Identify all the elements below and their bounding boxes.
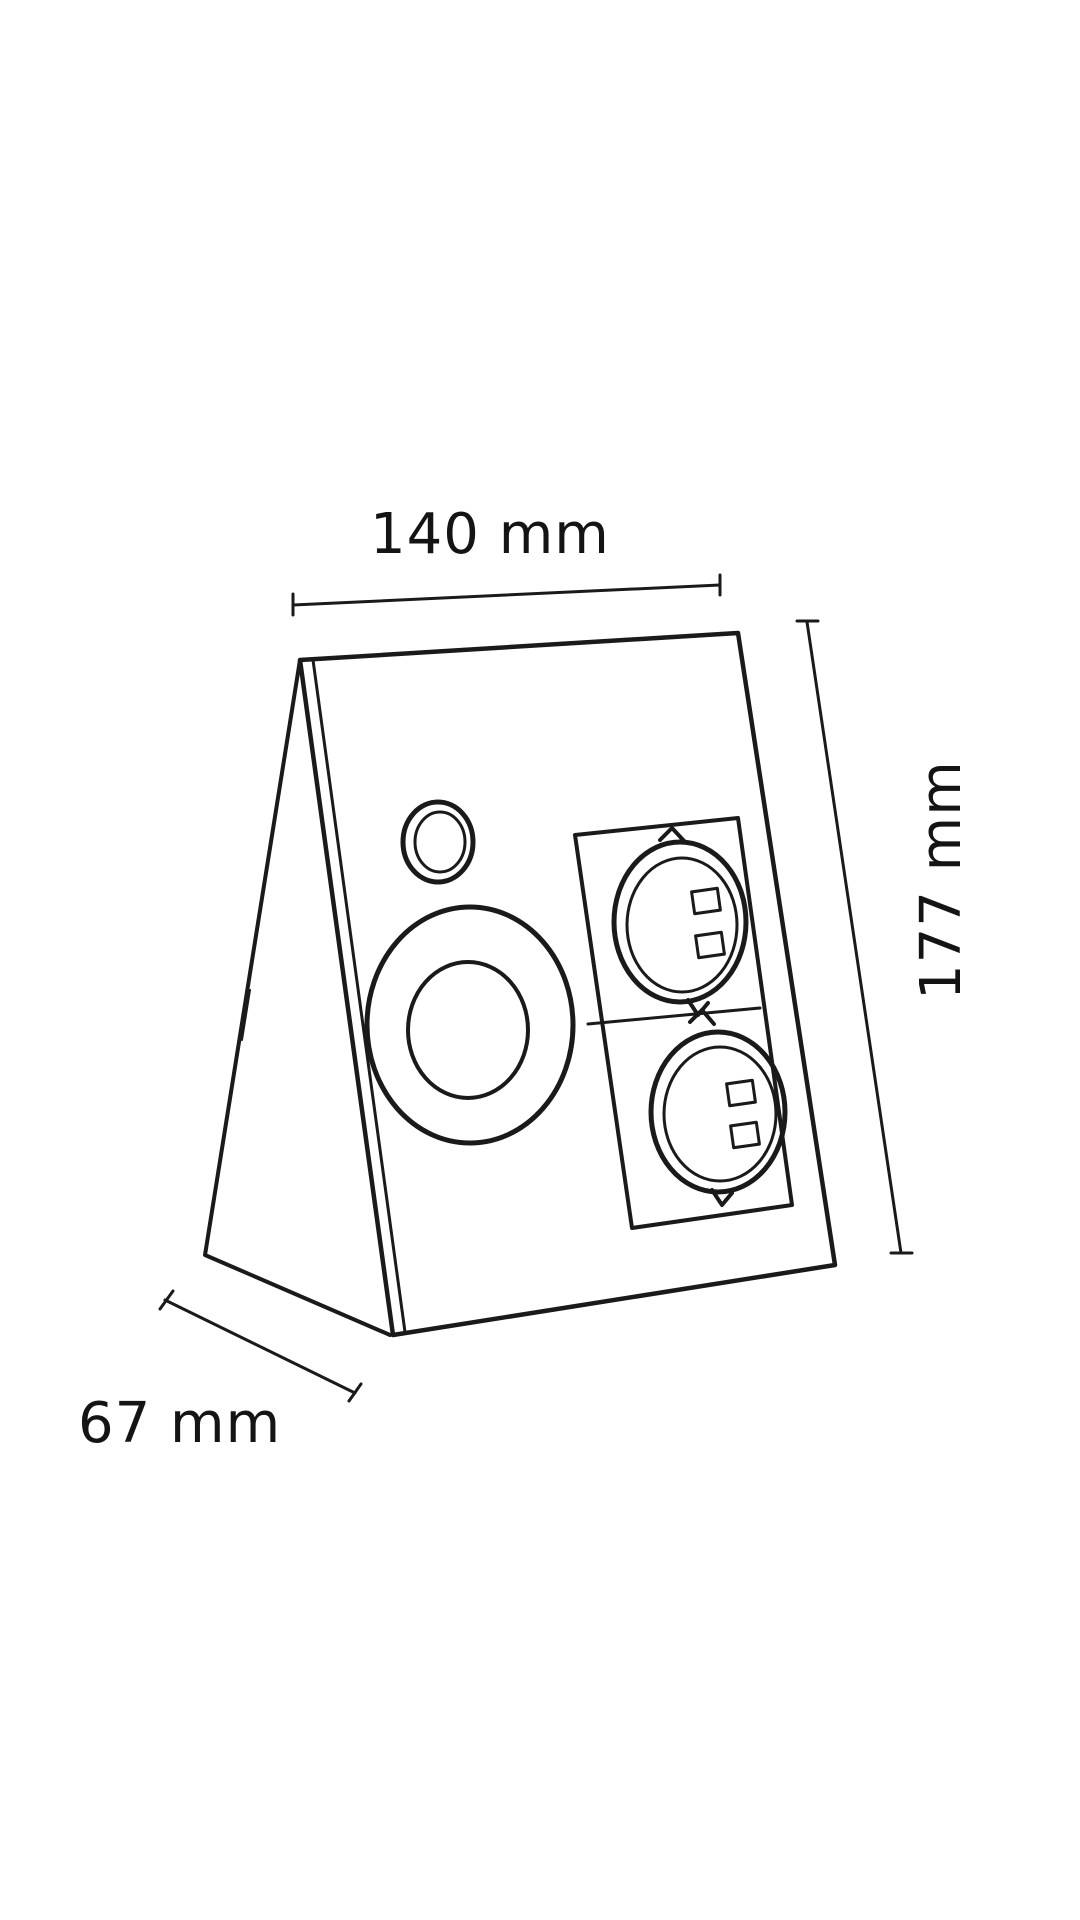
lower-socket-contact-top [725, 1078, 757, 1108]
lower-socket-contact-bottom [729, 1120, 761, 1150]
housing-front-edge [311, 658, 407, 1334]
depth-dimension-label: 67 mm [78, 1391, 281, 1456]
housing-side-face [203, 658, 392, 1337]
housing-side-seam [241, 989, 251, 1041]
width-dimension: 140 mm [291, 502, 722, 617]
housing-front-face [297, 630, 838, 1338]
width-dimension-label: 140 mm [370, 502, 610, 567]
depth-dimension-tick-left [158, 1289, 175, 1311]
socket-panel-divider [586, 1006, 762, 1026]
lower-socket-clip-bottom [710, 1188, 734, 1207]
depth-dimension-tick-right [347, 1382, 363, 1403]
round-module [364, 904, 576, 1146]
upper-socket-contact-top [690, 886, 722, 916]
lower-socket-clip-top [688, 1008, 716, 1026]
depth-dimension-line [163, 1298, 357, 1395]
upper-socket [611, 826, 749, 1017]
upper-socket-contact-bottom [694, 930, 726, 960]
lower-socket-ring-outer [648, 1029, 788, 1195]
height-dimension-label: 177 mm [909, 760, 974, 1000]
round-module-inner [406, 960, 530, 1100]
socket-housing [203, 630, 838, 1338]
socket-panel-frame [573, 816, 794, 1230]
upper-socket-ring-inner [625, 856, 739, 994]
indicator-port [400, 799, 476, 885]
upper-socket-ring-outer [611, 839, 749, 1005]
depth-dimension: 67 mm [78, 1289, 363, 1456]
indicator-ring-outer [400, 799, 476, 885]
upper-socket-clip-top [658, 826, 687, 844]
width-dimension-line [291, 583, 722, 607]
lower-socket-ring-inner [662, 1045, 778, 1183]
double-socket-panel [573, 816, 794, 1230]
height-dimension: 177 mm [795, 619, 974, 1255]
indicator-ring-inner [413, 810, 467, 874]
lower-socket [648, 1008, 788, 1207]
height-dimension-line [805, 620, 903, 1255]
round-module-outer [364, 904, 576, 1146]
